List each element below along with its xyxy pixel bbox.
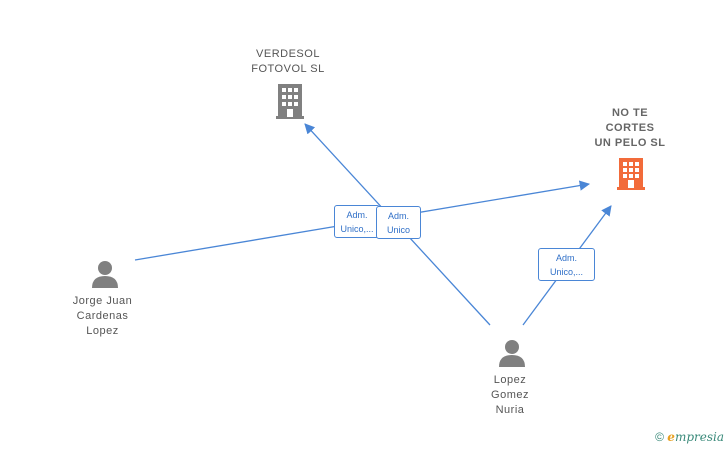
building-icon[interactable] (276, 84, 304, 119)
edge-label-jorge-notecortes[interactable]: Adm. Unico,... (334, 205, 380, 238)
copyright-icon: © (655, 430, 664, 444)
brand-logo: empresia (667, 430, 724, 444)
building-icon[interactable] (617, 158, 645, 190)
person-label-lopez[interactable]: Lopez Gomez Nuria (491, 374, 529, 416)
edge-label-lopez-notecortes[interactable]: Adm. Unico,... (538, 248, 595, 281)
person-label-jorge[interactable]: Jorge Juan Cardenas Lopez (72, 295, 133, 337)
company-label-notecortes[interactable]: NO TE CORTES UN PELO SL (594, 107, 666, 149)
person-icon[interactable] (92, 261, 118, 288)
edge-label-lopez-verdesol[interactable]: Adm. Unico (376, 206, 421, 239)
person-icon[interactable] (499, 340, 525, 367)
company-label-verdesol[interactable]: VERDESOL FOTOVOL SL (251, 48, 325, 75)
brand-watermark: © empresia (655, 430, 724, 444)
